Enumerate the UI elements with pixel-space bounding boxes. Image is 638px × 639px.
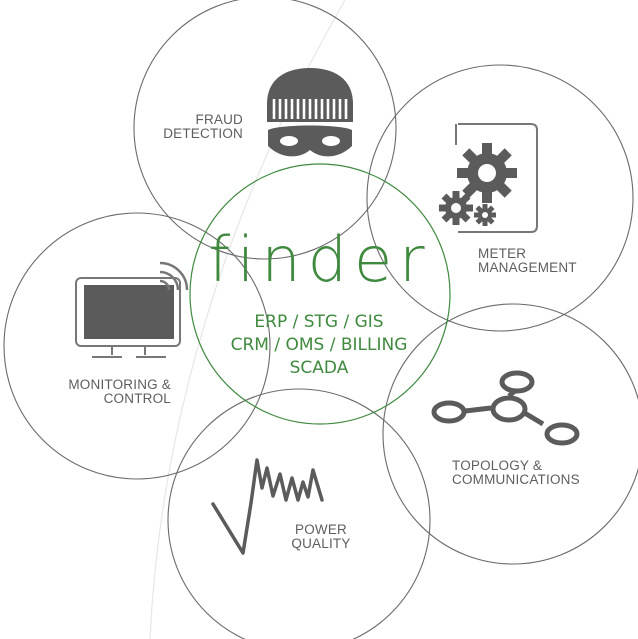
monitoring-label-line-1: MONITORING & [68,377,171,392]
topology-label-line-2: COMMUNICATIONS [452,472,580,487]
topology-label-line-1: TOPOLOGY & [452,458,543,473]
fraud-detection-label: FRAUD DETECTION [120,113,243,141]
meter-label-line-1: METER [478,246,527,261]
gears-icon [439,123,538,233]
meter-management-circle [366,64,634,332]
topology-communications-circle [382,303,638,565]
meter-label-line-2: MANAGEMENT [478,260,577,275]
integrated-systems: ERP / STG / GIS CRM / OMS / BILLING SCAD… [196,311,442,380]
systems-line-2: CRM / OMS / BILLING [230,335,408,355]
power-label-line-2: QUALITY [291,536,351,551]
fraud-label-line-2: DETECTION [163,126,243,141]
monitor-wireless-icon [75,261,189,358]
finder-title: finder [208,223,432,296]
topology-communications-label: TOPOLOGY & COMMUNICATIONS [452,459,622,487]
fraud-detection-circle [133,0,397,260]
power-quality-label: POWER QUALITY [278,523,364,551]
systems-line-3: SCADA [289,358,349,378]
waveform-icon [211,458,324,555]
power-label-line-1: POWER [294,522,347,537]
monitoring-control-circle [3,212,271,480]
burglar-icon [267,68,353,157]
meter-management-label: METER MANAGEMENT [478,247,618,275]
network-topology-icon [431,370,580,446]
fraud-label-line-1: FRAUD [195,112,243,127]
monitoring-control-label: MONITORING & CONTROL [30,378,171,406]
power-quality-circle [167,388,431,639]
systems-line-1: ERP / STG / GIS [254,312,384,332]
finder-core-circle [189,163,451,425]
monitoring-label-line-2: CONTROL [103,391,171,406]
